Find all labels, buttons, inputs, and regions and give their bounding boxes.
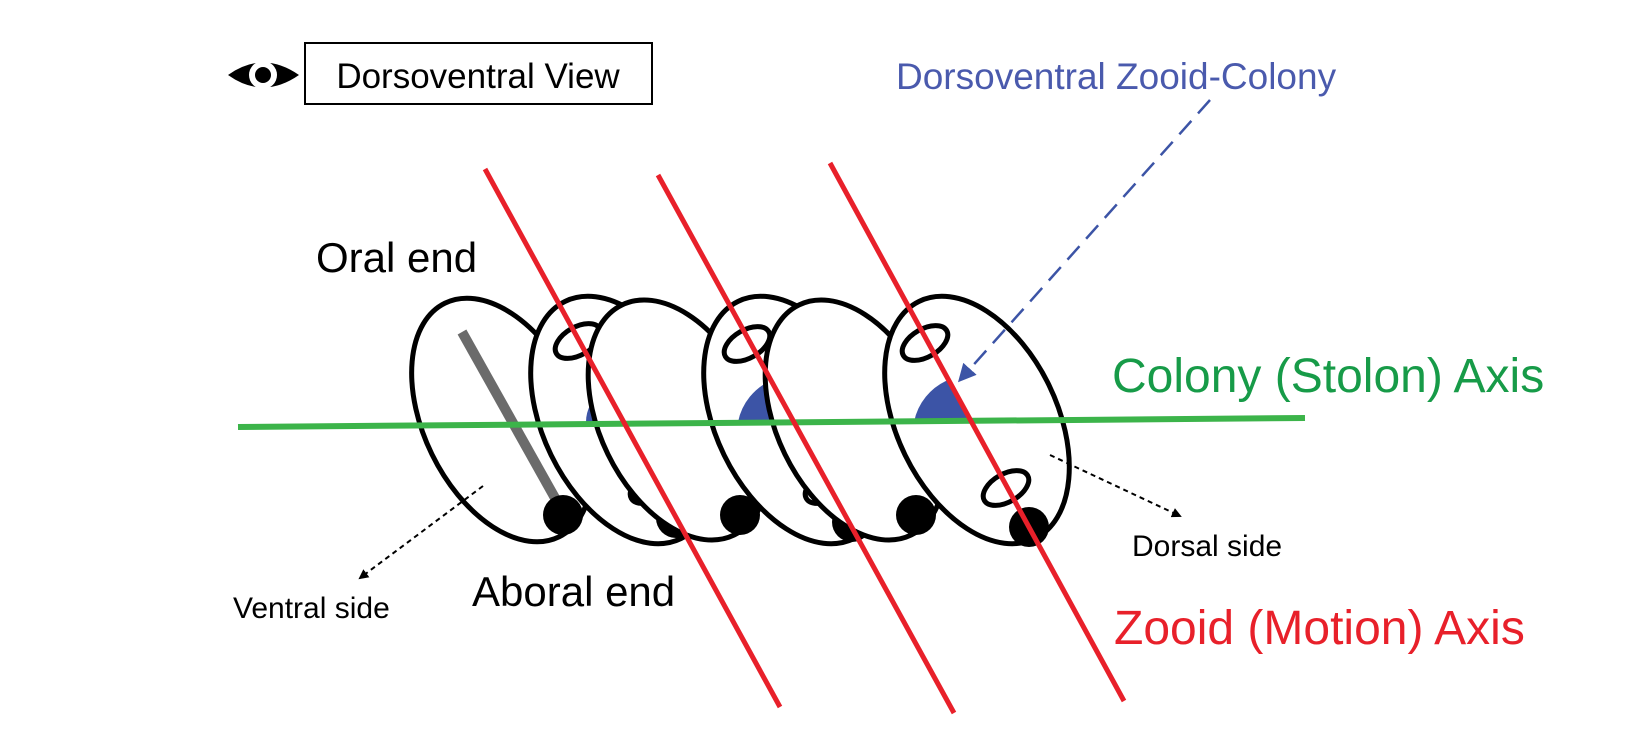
aboral-dot-5 <box>896 495 936 535</box>
colony-axis-label: Colony (Stolon) Axis <box>1112 350 1544 403</box>
aboral-dot-3 <box>720 495 760 535</box>
zooid-axis-line-3 <box>827 161 1127 703</box>
angle-marker-3 <box>914 380 973 422</box>
view-label-box <box>304 42 653 105</box>
zooid-axis-line-2 <box>655 173 957 715</box>
dorsal-side-arrow <box>1049 454 1182 518</box>
oral-ring-2 <box>721 324 773 364</box>
view-label: Dorsoventral View <box>336 57 620 96</box>
oral-ring-3 <box>899 323 951 363</box>
aboral-dot-1 <box>543 495 583 535</box>
zooid-axis-label: Zooid (Motion) Axis <box>1114 602 1525 655</box>
ventral-stripe <box>457 329 560 501</box>
dorsoventral-zooid-colony-label: Dorsoventral Zooid-Colony <box>896 56 1337 97</box>
dorsal-side-label: Dorsal side <box>1132 530 1282 563</box>
eye-icon <box>228 61 299 89</box>
zooid-axis-line-1 <box>482 167 783 709</box>
ventral-side-arrow <box>358 485 484 580</box>
aboral-end-label: Aboral end <box>472 568 675 615</box>
oral-end-label: Oral end <box>316 234 477 281</box>
ventral-side-label: Ventral side <box>233 592 390 625</box>
zooid-colony-arrow <box>958 99 1211 383</box>
colony-axis-line <box>237 415 1306 430</box>
